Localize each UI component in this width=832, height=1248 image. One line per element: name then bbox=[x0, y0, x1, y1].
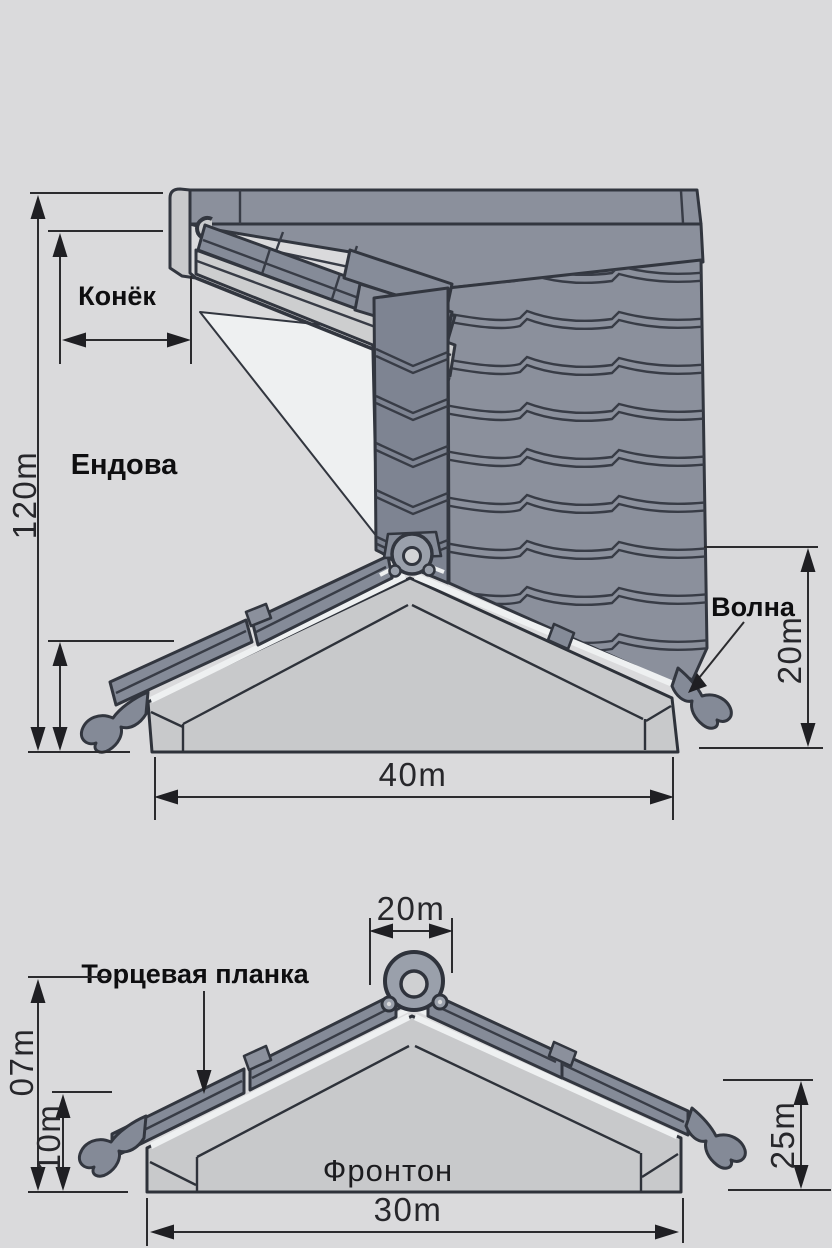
verge-gap-right bbox=[414, 1014, 678, 1139]
verge-light-panel bbox=[199, 311, 401, 567]
main-ridge-bar bbox=[188, 188, 703, 226]
dimension-eaves-height-20m: 20m bbox=[699, 546, 823, 749]
dim-30m: 30m bbox=[374, 1191, 443, 1228]
wave-pointer-arrow bbox=[688, 621, 745, 693]
dim-120m: 120m bbox=[6, 451, 43, 540]
label-valley: Ендова bbox=[71, 449, 178, 481]
label-gable: Фронтон bbox=[323, 1153, 453, 1188]
gable-wall-top-view bbox=[146, 576, 680, 754]
ridge-bar-joint bbox=[679, 190, 685, 224]
label-ridge: Конёк bbox=[78, 281, 156, 311]
verge-gap-left bbox=[150, 1014, 410, 1149]
ridge-ring-ornament-bottom bbox=[380, 950, 449, 1013]
dimension-base-width-30m: 30m bbox=[146, 1191, 684, 1246]
dimension-eaves-left bbox=[28, 640, 174, 753]
dimension-ridge-width-20m: 20m bbox=[369, 890, 453, 985]
dimension-ridge-width bbox=[52, 233, 192, 364]
dim-07m: 07m bbox=[3, 1028, 40, 1097]
label-wave: Волна bbox=[711, 592, 796, 622]
tile-clip-right-slope bbox=[546, 622, 576, 651]
ridge-ring-ornament-top bbox=[379, 530, 445, 578]
dimension-total-height-120m: 120m bbox=[6, 192, 163, 751]
verge-gap-left bbox=[150, 573, 406, 703]
gable-front-view: 20m Торцевая планка 07m 10m 25m bbox=[3, 890, 831, 1246]
tile-field bbox=[446, 258, 709, 692]
eave-hook-right bbox=[684, 1106, 747, 1170]
end-plate-bars-left bbox=[108, 554, 394, 707]
eave-hook-left bbox=[77, 1114, 148, 1178]
eave-hook-right bbox=[670, 666, 733, 730]
dimension-left-lower-10m: 10m bbox=[28, 1091, 128, 1193]
end-plate-pointer-arrow bbox=[196, 991, 212, 1094]
dim-25m: 25m bbox=[764, 1101, 801, 1170]
top-roof-3d-view: 120m 40m 20m bbox=[6, 187, 823, 820]
dimension-base-width-40m: 40m bbox=[154, 756, 674, 820]
dim-20m-bottom: 20m bbox=[377, 890, 446, 927]
label-end-plate: Торцевая планка bbox=[81, 959, 309, 989]
dim-20m-top: 20m bbox=[771, 616, 808, 685]
ridge-cap-joint bbox=[260, 248, 272, 275]
eave-hook-left bbox=[79, 690, 150, 754]
ridge-cap-joint bbox=[330, 273, 342, 300]
dimension-left-height-07m: 07m bbox=[3, 976, 110, 1191]
dim-40m: 40m bbox=[379, 756, 448, 793]
dim-10m: 10m bbox=[30, 1104, 67, 1173]
dimension-right-height-25m: 25m bbox=[723, 1079, 831, 1191]
